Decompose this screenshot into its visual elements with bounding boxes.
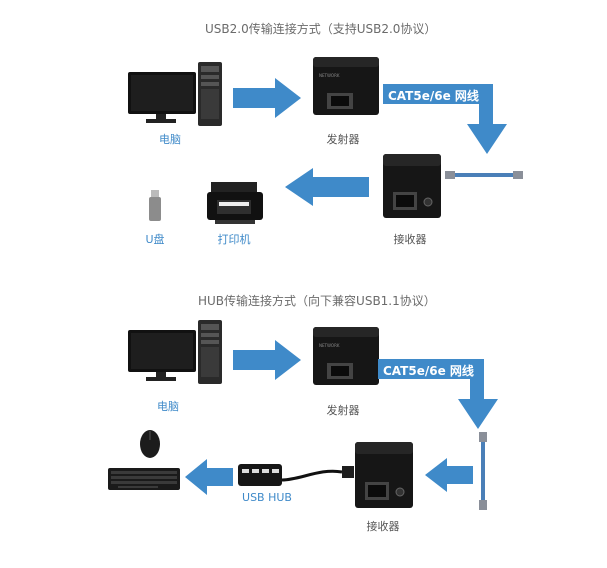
- transmitter-icon: NETWORK: [313, 57, 379, 115]
- usb-hub-label: USB HUB: [242, 491, 292, 504]
- keyboard-icon: [108, 468, 180, 490]
- computer-label: 电脑: [159, 133, 181, 146]
- ethernet-cable-icon: [479, 432, 487, 510]
- svg-text:NETWORK: NETWORK: [319, 343, 340, 348]
- svg-text:NETWORK: NETWORK: [319, 73, 340, 78]
- arrow-left: [285, 168, 369, 206]
- arrow-left: [425, 458, 473, 492]
- cable-arrow: [378, 359, 498, 429]
- cable-label: CAT5e/6e 网线: [388, 89, 479, 103]
- receiver-label: 接收器: [366, 520, 400, 533]
- arrow-right: [233, 340, 301, 380]
- usb-drive-icon: [149, 190, 161, 221]
- transmitter-label: 发射器: [326, 404, 360, 417]
- receiver-icon: [383, 154, 441, 218]
- arrow-right: [233, 78, 301, 118]
- mouse-icon: [140, 430, 160, 458]
- printer-icon: [207, 182, 263, 224]
- section1-title: USB2.0传输连接方式（支持USB2.0协议）: [205, 22, 437, 36]
- usb-cable: [281, 466, 354, 482]
- cable-label: CAT5e/6e 网线: [383, 364, 474, 378]
- transmitter-label: 发射器: [326, 133, 360, 146]
- receiver-icon: [355, 442, 413, 508]
- computer-label: 电脑: [157, 400, 179, 413]
- usb-hub-icon: [238, 464, 282, 486]
- transmitter-icon: NETWORK: [313, 327, 379, 385]
- udisk-label: U盘: [145, 233, 165, 246]
- ethernet-cable-icon: [445, 171, 523, 179]
- computer-icon: [128, 62, 222, 126]
- section2-title: HUB传输连接方式（向下兼容USB1.1协议）: [198, 294, 436, 308]
- computer-icon: [128, 320, 222, 384]
- arrow-left: [185, 459, 233, 495]
- cable-arrow: [383, 84, 507, 154]
- receiver-label: 接收器: [393, 233, 427, 246]
- printer-label: 打印机: [217, 233, 251, 246]
